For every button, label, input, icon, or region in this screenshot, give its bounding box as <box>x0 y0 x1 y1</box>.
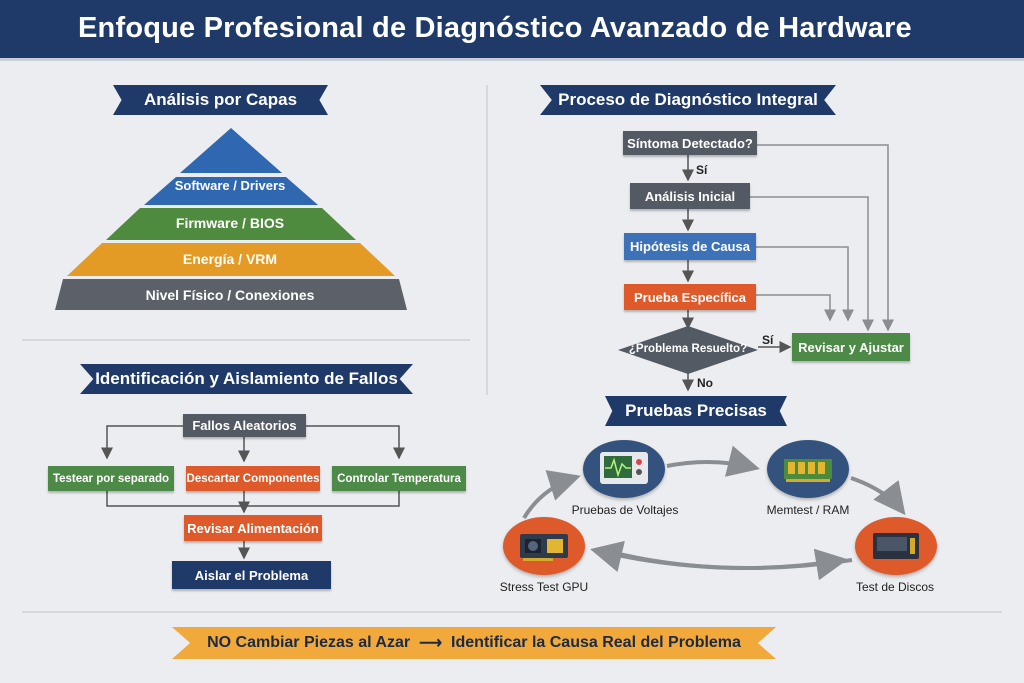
decision-diamond <box>618 326 758 374</box>
branch-discard-components: Descartar Componentes <box>186 466 320 491</box>
bottom-banner: NO Cambiar Piezas al Azar ⟶ Identificar … <box>172 627 776 659</box>
step-test: Prueba Específica <box>624 284 756 310</box>
banner-right-text: Identificar la Causa Real del Problema <box>451 634 741 651</box>
isolate-problem-box: Aislar el Problema <box>172 561 331 589</box>
ram-module-icon <box>784 459 832 482</box>
banner-left-text: NO Cambiar Piezas al Azar <box>207 634 411 651</box>
layers-heading: Análisis por Capas <box>113 85 328 115</box>
pyramid-label-software: Software / Drivers <box>174 178 286 193</box>
root-random-faults: Fallos Aleatorios <box>183 414 306 437</box>
title-bar: Enfoque Profesional de Diagnóstico Avanz… <box>0 0 1024 61</box>
branch-test-separately: Testear por separado <box>48 466 174 491</box>
page-title: Enfoque Profesional de Diagnóstico Avanz… <box>78 12 912 44</box>
process-heading: Proceso de Diagnóstico Integral <box>540 85 836 115</box>
voltage-test-label: Pruebas de Voltajes <box>571 503 679 517</box>
decision-label: ¿Problema Resuelto? <box>628 343 748 355</box>
step-hypothesis: Hipótesis de Causa <box>624 233 756 260</box>
pyramid-label-physical: Nivel Físico / Conexiones <box>145 287 315 303</box>
oscilloscope-icon <box>600 452 648 484</box>
pyramid-layer-software <box>180 128 282 173</box>
gpu-card-icon <box>520 534 568 561</box>
pyramid-layer-physical <box>55 279 407 310</box>
branch-control-temperature: Controlar Temperatura <box>332 466 466 491</box>
gpu-test-circle <box>503 517 585 575</box>
check-power-box: Revisar Alimentación <box>184 515 322 541</box>
pyramid-layer-firmware <box>106 208 356 240</box>
step-symptom: Síntoma Detectado? <box>623 131 757 155</box>
no-label-decision: No <box>697 376 713 390</box>
step-analysis: Análisis Inicial <box>630 183 750 209</box>
adjust-box: Revisar y Ajustar <box>792 333 910 361</box>
pyramid-label-firmware: Firmware / BIOS <box>175 215 285 231</box>
yes-label-decision: Sí <box>762 333 774 347</box>
disk-test-circle <box>855 517 937 575</box>
pyramid-layer-energy <box>67 243 395 276</box>
pyramid-label-energy: Energía / VRM <box>182 251 278 267</box>
tests-heading: Pruebas Precisas <box>605 396 787 426</box>
isolation-heading: Identificación y Aislamiento de Fallos <box>80 364 413 394</box>
ram-test-label: Memtest / RAM <box>766 503 850 517</box>
yes-label-symptom: Sí <box>696 163 708 177</box>
voltage-test-circle <box>583 440 665 498</box>
arrow-right-icon: ⟶ <box>419 635 443 652</box>
hard-drive-icon <box>873 533 919 559</box>
ram-test-circle <box>767 440 849 498</box>
pyramid-layer-software-base <box>144 177 318 205</box>
disk-test-label: Test de Discos <box>855 580 935 594</box>
gpu-test-label: Stress Test GPU <box>499 580 589 594</box>
